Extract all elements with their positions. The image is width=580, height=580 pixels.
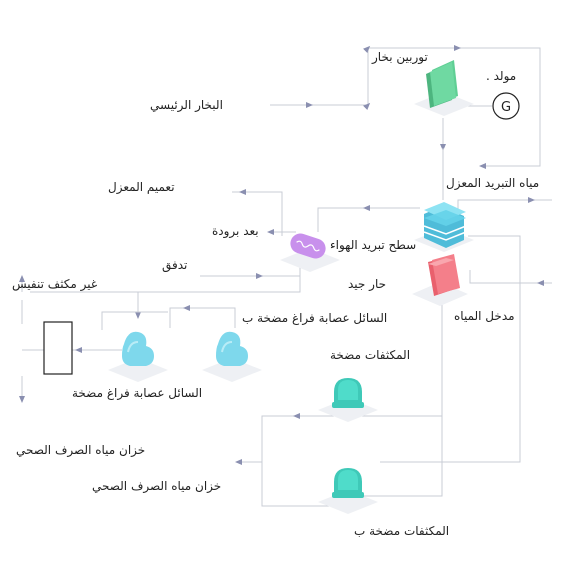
label-drain-tank-1: خزان مياه الصرف الصحي (16, 443, 146, 457)
hotwell-icon (428, 254, 460, 296)
label-air-cooling-surface: سطح تبريد الهواء (330, 238, 417, 252)
steam-turbine-icon (426, 60, 458, 108)
label-good-hot: حار جيد (348, 277, 387, 291)
water-inlet-line (469, 270, 552, 284)
after-cooler-icon (290, 233, 326, 259)
label-drain-tank-2: خزان مياه الصرف الصحي (92, 479, 222, 493)
condensate-pump-icon (332, 378, 364, 408)
platform-vacuum (108, 358, 168, 382)
label-steam-turbine: توربين بخار (372, 50, 428, 64)
flow-line (200, 266, 301, 277)
platforms (108, 92, 474, 514)
label-liquid-pump-b: السائل عصابة فراغ مضخة ب (242, 311, 388, 325)
air-cooler-icon (423, 202, 467, 248)
cooler-to-seal-line (317, 207, 420, 232)
label-main-steam: البخار الرئيسي (150, 98, 223, 112)
label-flow: تدفق (162, 258, 188, 272)
generator-icon (492, 92, 520, 120)
vacuum-pump-line (101, 311, 168, 330)
label-condensate-pumps: المكثفات مضخة (330, 348, 411, 362)
flow-lines (19, 45, 552, 507)
label-cooling-water: مياه التبريد المعزل (446, 176, 540, 190)
vacuum-pump-b-line (169, 307, 236, 328)
hotwell-down-line (261, 296, 443, 507)
vacuum-pump-b-icon (216, 331, 248, 366)
label-seal-leakage: تعميم المعزل (108, 180, 175, 194)
vent-line (30, 272, 301, 293)
label-non-condensable-vent: غير مكثف تنفيس (12, 277, 98, 291)
platform-vacuum-b (202, 358, 262, 382)
vacuum-pump-icon (122, 331, 154, 366)
label-liquid-pump: السائل عصابة فراغ مضخة (72, 386, 203, 400)
generator-symbol: G (501, 100, 511, 115)
cooling-water-line (457, 199, 552, 218)
platform-after-cooler (280, 248, 340, 272)
main-steam-line (270, 45, 462, 110)
condensate-b-line (362, 416, 443, 497)
label-water-inlet: مدخل المياه (454, 309, 515, 323)
label-generator: مولد . (486, 69, 517, 83)
label-after-cooling: بعد برودة (212, 224, 259, 238)
label-condensate-pump-b: المكثفات مضخة ب (354, 524, 450, 538)
condensate-pump-b-icon (332, 468, 364, 498)
separator-tank-icon (43, 321, 73, 375)
cooler-right-line (380, 235, 521, 463)
